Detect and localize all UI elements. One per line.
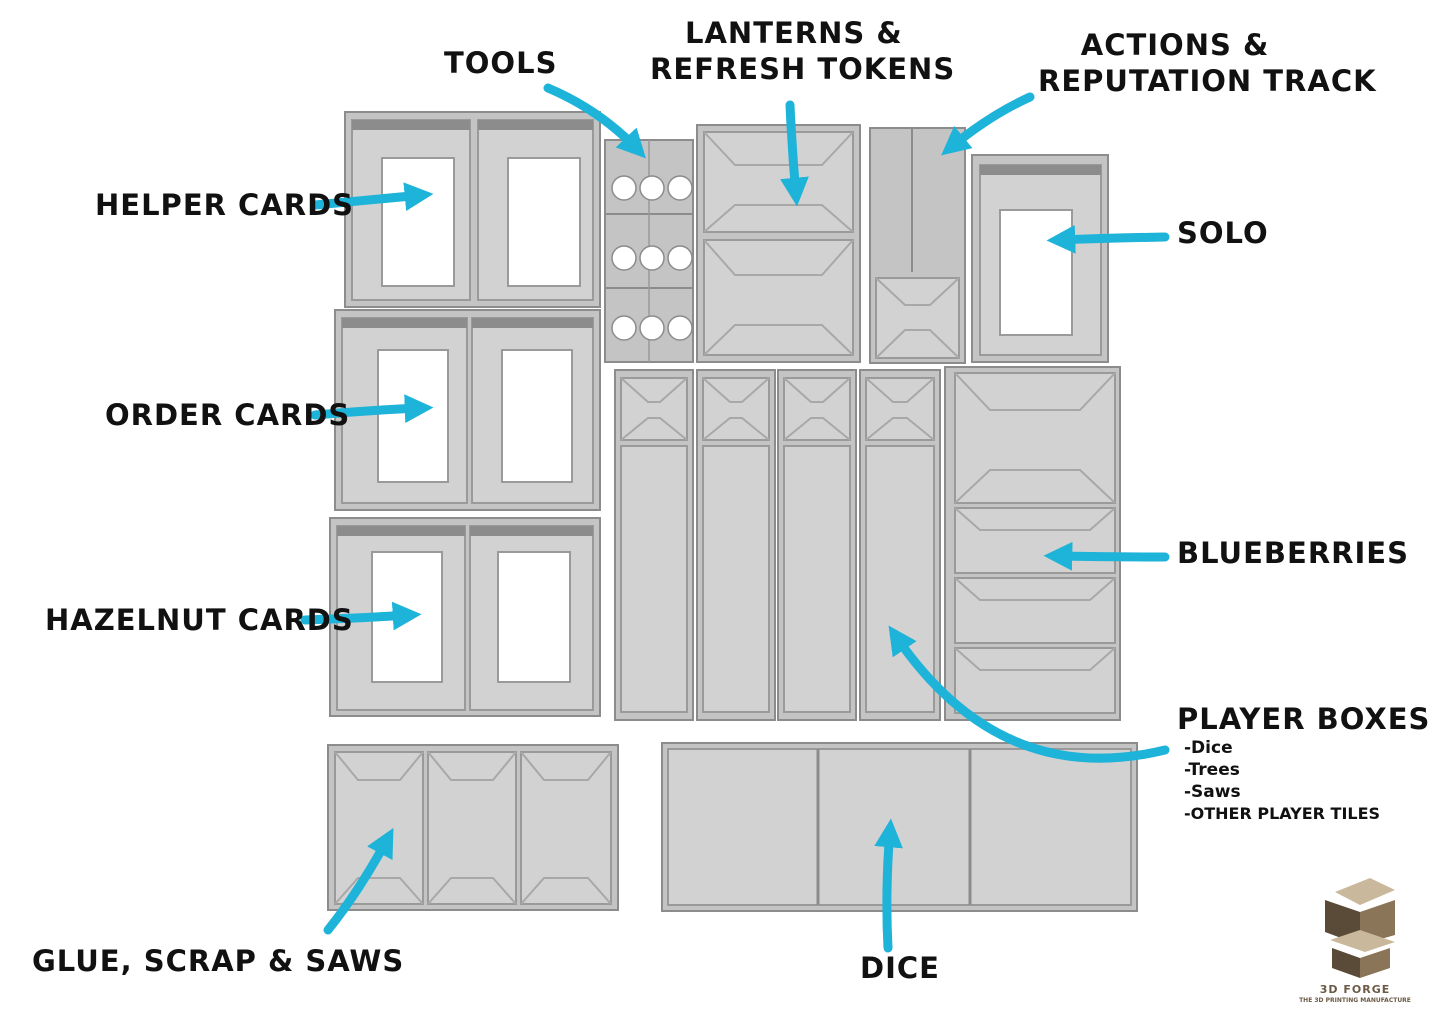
player-box-3: [777, 369, 857, 721]
tools-tray: [604, 139, 694, 363]
forge-logo-icon: [1325, 878, 1395, 978]
player-box-item: -Saws: [1184, 782, 1241, 802]
actions-arrow: [941, 92, 1035, 156]
hazelnut-cards-label: HAZELNUT CARDS: [45, 603, 354, 637]
solo-arrow: [1046, 224, 1170, 254]
helper-cards-tray: [344, 111, 601, 308]
player-box-item: -other player tiles: [1184, 804, 1381, 823]
player-box-item: -Dice: [1184, 738, 1233, 758]
player-box-item: -Trees: [1184, 760, 1240, 780]
dice-arrow: [874, 818, 903, 953]
dice-label: DICE: [860, 951, 940, 985]
actions-label-line1: ACTIONS &: [1080, 28, 1270, 62]
logo-tagline: THE 3D PRINTING MANUFACTURE: [1299, 997, 1411, 1004]
lanterns-tray: [696, 124, 861, 363]
hazelnut-arrow: [300, 601, 422, 631]
lanterns-arrow: [780, 100, 809, 207]
order-cards-tray: [334, 309, 601, 511]
player-box-4: [859, 369, 941, 721]
solo-label: SOLO: [1177, 216, 1269, 250]
dice-tray: [661, 742, 1138, 912]
glue-scrap-saws-label: GLUE, SCRAP & SAWS: [32, 944, 405, 978]
tools-label: TOOLS: [444, 46, 558, 80]
player-box-2: [696, 369, 776, 721]
lanterns-label-line1: LANTERNS &: [685, 16, 903, 50]
blueberries-tray: [944, 366, 1121, 721]
player-boxes-label: PLAYER BOXES: [1177, 702, 1431, 736]
blueberries-label: BLUEBERRIES: [1177, 536, 1409, 570]
lanterns-label-line2: REFRESH TOKENS: [650, 52, 956, 86]
solo-tray: [971, 154, 1109, 363]
callout-arrows: [300, 83, 1170, 953]
player-boxes-arrow: [888, 625, 1170, 763]
order-arrow: [310, 394, 434, 424]
actions-label-line2: REPUTATION TRACK: [1038, 64, 1377, 98]
order-cards-label: ORDER CARDS: [105, 398, 351, 432]
blueberries-arrow: [1043, 541, 1170, 571]
glue-arrow: [323, 827, 394, 935]
tools-arrow: [543, 83, 646, 159]
player-box-1: [614, 369, 694, 721]
player-boxes: [614, 369, 941, 721]
helper-arrow: [310, 182, 434, 211]
helper-cards-label: HELPER CARDS: [95, 188, 355, 222]
actions-tray: [869, 127, 966, 364]
glue-tray: [327, 744, 619, 911]
logo-name: 3D FORGE: [1319, 983, 1391, 996]
